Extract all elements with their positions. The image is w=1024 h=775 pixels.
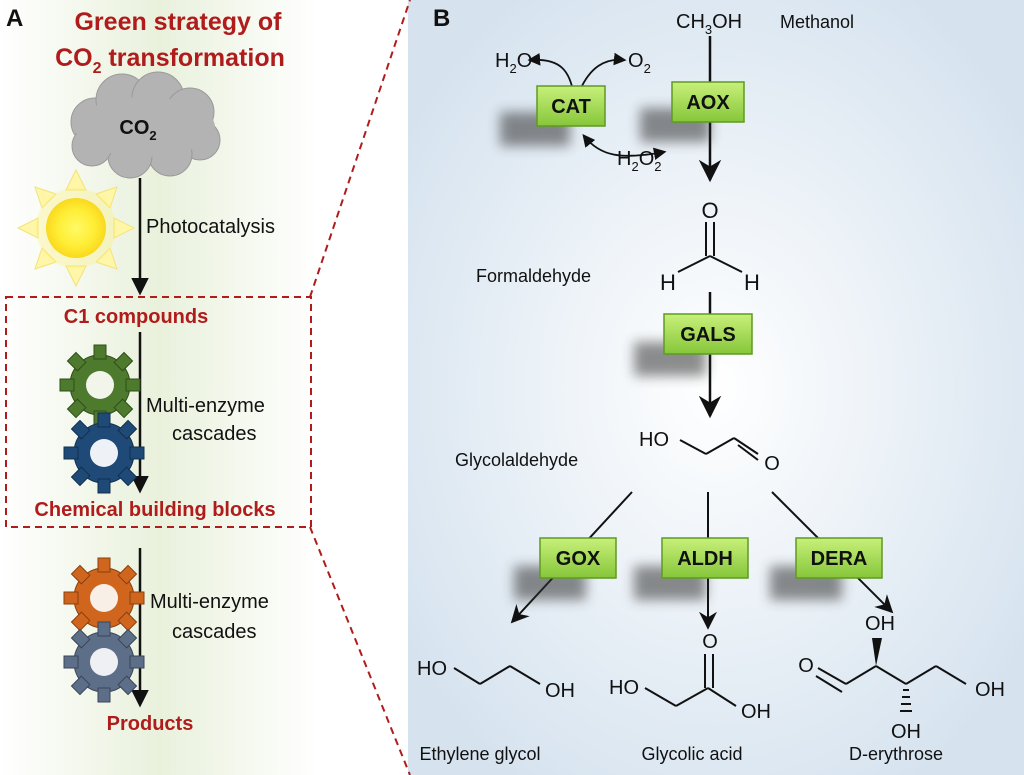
enzyme-gals: GALS xyxy=(634,313,753,376)
chemical-building-blocks-label: Chemical building blocks xyxy=(34,499,275,521)
panel-b-label: B xyxy=(433,5,450,32)
formaldehyde-o: O xyxy=(701,198,718,223)
svg-text:CAT: CAT xyxy=(551,96,591,118)
glycolaldehyde-o: O xyxy=(764,453,780,475)
enzyme-aox: AOX xyxy=(640,81,745,142)
o2-label: O2 xyxy=(628,50,651,76)
formaldehyde-structure xyxy=(677,222,743,273)
glycolic-acid-ho: HO xyxy=(609,677,639,699)
erythrose-oh-top: OH xyxy=(865,613,895,635)
enzyme-aldh: ALDH xyxy=(634,537,749,600)
c1-compounds-label: C1 compounds xyxy=(64,306,208,328)
gear-orange-icon xyxy=(63,557,145,639)
svg-text:GALS: GALS xyxy=(680,324,736,346)
panel-a-title-line1: Green strategy of xyxy=(74,8,282,36)
step3-line1: Multi-enzyme xyxy=(150,591,269,613)
glycolic-acid-oh: OH xyxy=(741,701,771,723)
cloud-label: CO2 xyxy=(119,117,156,143)
gear-slate-icon xyxy=(63,621,145,703)
ethylene-glycol-oh: OH xyxy=(545,680,575,702)
step2-line1: Multi-enzyme xyxy=(146,395,265,417)
svg-text:ALDH: ALDH xyxy=(677,548,733,570)
erythrose-name: D-erythrose xyxy=(849,744,943,764)
glycolaldehyde-ho: HO xyxy=(639,429,669,451)
enzyme-dera: DERA xyxy=(770,537,883,600)
svg-text:AOX: AOX xyxy=(686,92,730,114)
step1-label: Photocatalysis xyxy=(146,216,275,238)
formaldehyde-h-right: H xyxy=(744,270,760,295)
step3-line2: cascades xyxy=(172,621,257,643)
glycolic-acid-o: O xyxy=(702,631,718,653)
h2o-label: H2O xyxy=(495,50,532,76)
gear-blue-icon xyxy=(63,412,145,494)
cycle-arc-o2 xyxy=(579,52,627,91)
zoom-line-bottom xyxy=(309,526,411,775)
methanol-name: Methanol xyxy=(780,12,854,32)
glycolaldehyde-name: Glycolaldehyde xyxy=(455,450,578,470)
step2-line2: cascades xyxy=(172,423,257,445)
glycolaldehyde-bonds xyxy=(679,437,759,461)
formaldehyde-h-left: H xyxy=(660,270,676,295)
cycle-arc-h2o2 xyxy=(582,134,667,161)
sun-icon xyxy=(16,168,136,288)
glycolic-acid-name: Glycolic acid xyxy=(641,744,742,764)
zoom-line-top xyxy=(309,0,411,298)
highlight-box xyxy=(5,296,312,528)
svg-text:DERA: DERA xyxy=(811,548,868,570)
ethylene-glycol-name: Ethylene glycol xyxy=(419,744,540,764)
erythrose-hash xyxy=(900,689,912,712)
ethylene-glycol-bonds xyxy=(453,665,541,685)
products-label: Products xyxy=(107,713,194,735)
erythrose-oh-right: OH xyxy=(975,679,1005,701)
glycolic-acid-bonds xyxy=(644,654,737,707)
erythrose-oh-bottom: OH xyxy=(891,721,921,743)
methanol-formula: CH3OH xyxy=(676,11,742,37)
co2-cloud: CO2 xyxy=(70,71,221,179)
erythrose-wedge xyxy=(872,638,882,666)
enzyme-gox: GOX xyxy=(514,537,617,600)
erythrose-o: O xyxy=(798,655,814,677)
erythrose-bonds xyxy=(815,665,967,693)
enzyme-cat: CAT xyxy=(500,85,606,146)
ethylene-glycol-ho: HO xyxy=(417,658,447,680)
svg-text:GOX: GOX xyxy=(556,548,601,570)
panel-a-label: A xyxy=(6,5,23,32)
formaldehyde-name: Formaldehyde xyxy=(476,266,591,286)
panel-a-title-line2: CO2 transformation xyxy=(55,44,285,77)
